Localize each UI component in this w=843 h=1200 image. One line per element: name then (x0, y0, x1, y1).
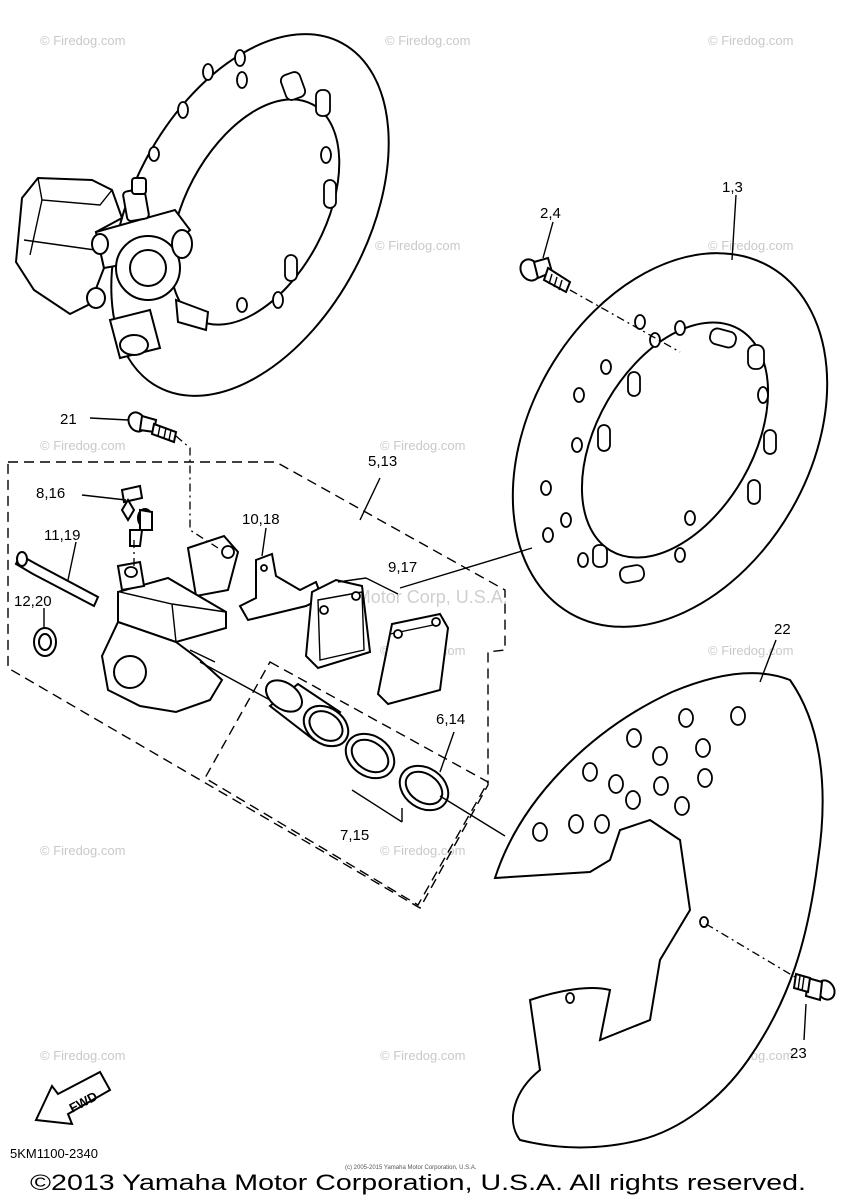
caliper-piston (264, 679, 350, 748)
copyright-notice: ©2013 Yamaha Motor Corporation, U.S.A. A… (30, 1170, 806, 1195)
watermark: © Firedog.com (40, 33, 125, 48)
callout-22: 22 (774, 621, 791, 638)
callouts: 1,3 2,4 21 5,13 8,16 10,18 11,19 9,17 12… (14, 179, 807, 1062)
callout-12-20: 12,20 (14, 593, 52, 610)
guard-bolt (792, 972, 836, 1002)
fwd-arrow-icon: FWD (34, 1070, 112, 1126)
watermark: © Firedog.com (40, 438, 125, 453)
dust-boot (33, 627, 57, 657)
watermark: © Firedog.com (385, 33, 470, 48)
brake-pads (304, 578, 450, 706)
piston-seals (344, 732, 450, 812)
watermark: © Firedog.com (380, 438, 465, 453)
disc-guard (493, 672, 824, 1149)
caliper-body (100, 534, 240, 714)
caliper-assembled (14, 176, 210, 360)
watermark: © Firedog.com (708, 643, 793, 658)
leader-lines (43, 194, 807, 1041)
watermark: © Firedog.com (380, 1048, 465, 1063)
watermark: © Firedog.com (375, 238, 460, 253)
caliper-assembly-boundary (7, 461, 506, 909)
diagram-code: 5KM1100-2340 (10, 1146, 98, 1161)
piston-kit-boundary (204, 661, 489, 906)
brake-disc (511, 252, 829, 628)
callout-9-17: 9,17 (388, 559, 417, 576)
watermark: © Firedog.com (380, 843, 465, 858)
tiny-credit: (c) 2005-2015 Yamaha Motor Corporation, … (345, 1165, 477, 1171)
watermark: © Firedog.com (708, 33, 793, 48)
callout-8-16: 8,16 (36, 485, 65, 502)
caliper-bolt (127, 411, 178, 444)
callout-21: 21 (60, 411, 77, 428)
callout-11-19: 11,19 (44, 527, 80, 544)
watermark: © Firedog.com (40, 1048, 125, 1063)
callout-6-14: 6,14 (436, 711, 465, 728)
callout-5-13: 5,13 (368, 453, 397, 470)
watermark: © Firedog.com (40, 843, 125, 858)
bleed-screw (120, 484, 153, 547)
callout-2-4: 2,4 (540, 205, 561, 222)
callout-23: 23 (790, 1045, 807, 1062)
caliper-pin (14, 551, 100, 608)
disc-bolt (519, 256, 572, 294)
callout-1-3: 1,3 (722, 179, 743, 196)
callout-7-15: 7,15 (340, 827, 369, 844)
watermark: © Firedog.com (708, 238, 793, 253)
callout-10-18: 10,18 (242, 511, 280, 528)
